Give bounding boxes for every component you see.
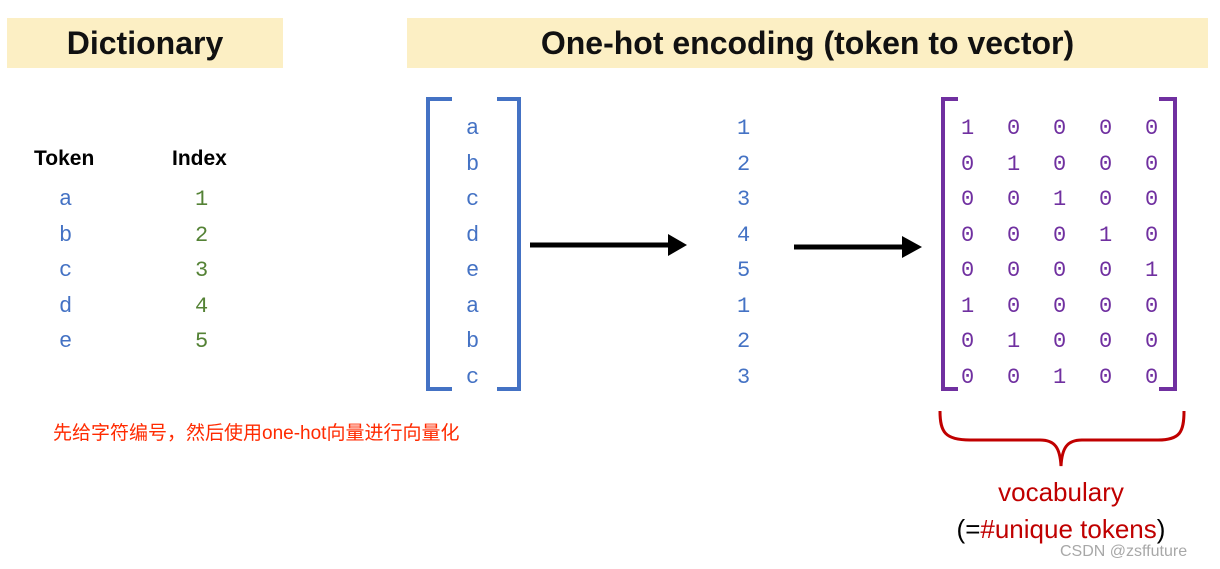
- one-hot-matrix: 1 0 0 0 0 0 1 0 0 0 0 0 1 0 0 0 0 0 1 0 0 0 0 0 1 1 0 0 0 0 0 1 0 0 0 0 0 1 0 0: [961, 111, 1191, 395]
- matrix-row: 0 0 0 1 0: [961, 218, 1191, 254]
- token-column-header: Token: [34, 147, 95, 170]
- vocabulary-subtitle: (=#unique tokens): [930, 514, 1192, 545]
- matrix-row: 0 1 0 0 0: [961, 147, 1191, 183]
- token-vector-left-bracket: [426, 97, 452, 391]
- matrix-cell: 1: [1007, 151, 1021, 177]
- sequence-index: 1: [737, 293, 751, 319]
- matrix-cell: 0: [1099, 187, 1113, 212]
- matrix-cell: 0: [1099, 116, 1113, 141]
- vocabulary-paren-close: ): [1156, 514, 1166, 544]
- matrix-cell: 0: [1099, 293, 1113, 319]
- dictionary-index: 5: [195, 329, 209, 354]
- sequence-index: 2: [737, 329, 751, 354]
- matrix-cell: 0: [961, 222, 975, 248]
- matrix-cell: 1: [1007, 329, 1021, 354]
- vocabulary-unique-tokens: #unique tokens: [980, 514, 1157, 544]
- sequence-index: 3: [737, 187, 751, 212]
- matrix-cell: 0: [1145, 293, 1159, 319]
- dictionary-token: a: [59, 187, 73, 212]
- matrix-cell: 0: [1053, 258, 1067, 283]
- matrix-cell: 0: [961, 187, 975, 212]
- vocabulary-brace: [938, 410, 1186, 467]
- dictionary-token: c: [59, 258, 73, 283]
- csdn-watermark: CSDN @zsffuture: [1060, 543, 1188, 560]
- sequence-index: 5: [737, 258, 751, 283]
- matrix-row: 0 1 0 0 0: [961, 324, 1191, 360]
- matrix-cell: 0: [961, 258, 975, 283]
- vocabulary-title: vocabulary: [998, 477, 1124, 507]
- matrix-cell: 0: [961, 151, 975, 177]
- sequence-token: a: [466, 293, 480, 319]
- dictionary-token: b: [59, 222, 73, 248]
- sequence-token: a: [466, 116, 480, 141]
- dictionary-index: 1: [195, 187, 209, 212]
- dictionary-index: 3: [195, 258, 209, 283]
- matrix-cell: 1: [1145, 258, 1159, 283]
- dictionary-index-list: 1 2 3 4 5: [195, 182, 208, 360]
- matrix-row: 1 0 0 0 0: [961, 111, 1191, 147]
- sequence-token: c: [466, 364, 480, 390]
- matrix-cell: 0: [961, 364, 975, 390]
- matrix-cell: 0: [1007, 364, 1021, 390]
- matrix-cell: 1: [1099, 222, 1113, 248]
- matrix-cell: 0: [1145, 116, 1159, 141]
- matrix-cell: 1: [961, 293, 975, 319]
- dictionary-token: e: [59, 329, 73, 354]
- arrow-head-2: [902, 236, 922, 258]
- one-hot-header: One-hot encoding (token to vector): [407, 18, 1208, 68]
- index-sequence: 1 2 3 4 5 1 2 3: [737, 111, 750, 395]
- matrix-cell: 0: [1099, 364, 1113, 390]
- matrix-cell: 1: [1053, 187, 1067, 212]
- matrix-cell: 0: [1007, 293, 1021, 319]
- matrix-left-bracket: [941, 97, 958, 391]
- token-sequence: a b c d e a b c: [466, 111, 479, 395]
- dictionary-index: 4: [195, 293, 209, 319]
- vocabulary-paren-open: (=: [956, 514, 981, 544]
- token-vector-right-bracket: [497, 97, 521, 391]
- explanation-note: 先给字符编号，然后使用one-hot向量进行向量化: [53, 423, 460, 444]
- matrix-cell: 0: [1053, 329, 1067, 354]
- matrix-row: 0 0 1 0 0: [961, 360, 1191, 396]
- matrix-cell: 0: [1145, 329, 1159, 354]
- dictionary-header: Dictionary: [7, 18, 283, 68]
- matrix-cell: 0: [1053, 116, 1067, 141]
- sequence-token: d: [466, 222, 480, 248]
- dictionary-index: 2: [195, 222, 209, 248]
- matrix-row: 1 0 0 0 0: [961, 289, 1191, 325]
- matrix-cell: 0: [1007, 258, 1021, 283]
- sequence-index: 3: [737, 364, 751, 390]
- matrix-cell: 0: [961, 329, 975, 354]
- matrix-row: 0 0 1 0 0: [961, 182, 1191, 218]
- matrix-cell: 1: [1053, 364, 1067, 390]
- matrix-cell: 0: [1145, 222, 1159, 248]
- sequence-token: b: [466, 151, 480, 177]
- arrow-head-1: [668, 234, 687, 256]
- matrix-cell: 0: [1099, 329, 1113, 354]
- matrix-cell: 0: [1099, 258, 1113, 283]
- sequence-index: 1: [737, 116, 751, 141]
- matrix-cell: 0: [1007, 116, 1021, 141]
- matrix-right-bracket: [1159, 97, 1177, 391]
- sequence-index: 4: [737, 222, 751, 248]
- matrix-cell: 1: [961, 116, 975, 141]
- matrix-cell: 0: [1145, 187, 1159, 212]
- matrix-cell: 0: [1053, 293, 1067, 319]
- matrix-cell: 0: [1053, 222, 1067, 248]
- matrix-cell: 0: [1145, 151, 1159, 177]
- sequence-index: 2: [737, 151, 751, 177]
- matrix-cell: 0: [1145, 364, 1159, 390]
- vocabulary-label: vocabulary (=#unique tokens): [930, 477, 1192, 545]
- dictionary-token: d: [59, 293, 73, 319]
- sequence-token: b: [466, 329, 480, 354]
- matrix-cell: 0: [1007, 187, 1021, 212]
- index-column-header: Index: [172, 147, 227, 170]
- matrix-cell: 0: [1053, 151, 1067, 177]
- dictionary-token-list: a b c d e: [59, 182, 72, 360]
- matrix-row: 0 0 0 0 1: [961, 253, 1191, 289]
- matrix-cell: 0: [1007, 222, 1021, 248]
- sequence-token: e: [466, 258, 480, 283]
- sequence-token: c: [466, 187, 480, 212]
- matrix-cell: 0: [1099, 151, 1113, 177]
